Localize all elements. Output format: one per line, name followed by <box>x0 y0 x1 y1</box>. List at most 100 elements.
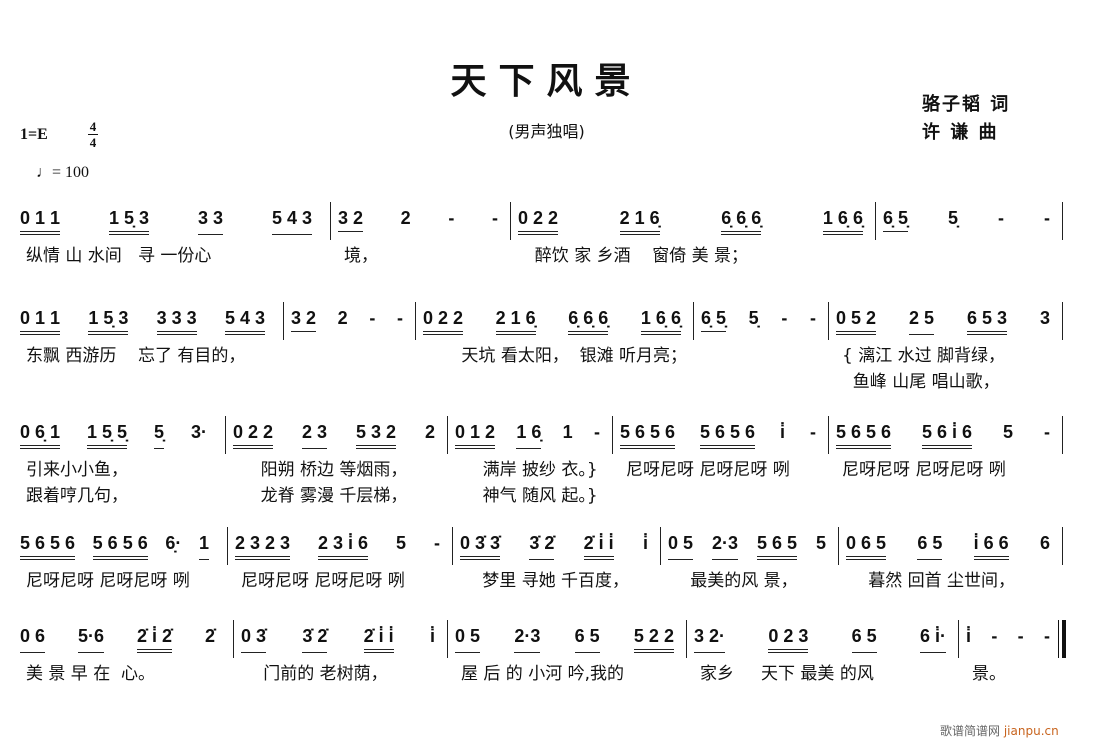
note-group: 2̇ <box>204 626 215 646</box>
note-group: - <box>1017 626 1024 646</box>
note-group: 2̇ i̇ 2̇ <box>136 626 173 653</box>
note-group: 5 4 3 <box>224 308 265 335</box>
time-signature-bottom: 4 <box>89 135 97 150</box>
note-group: 1 5̣ 3 <box>108 208 150 235</box>
note-group: 0 2 2 <box>233 422 274 449</box>
notes: 0 3̇ 3̇3̇ 2̇2̇ i̇ i̇i̇ <box>460 533 648 560</box>
note-group: - <box>781 308 788 328</box>
lyric-line: { 漓江 水过 脚背绿， <box>842 346 1006 366</box>
note-group: - <box>1043 422 1050 442</box>
lyric-line: 尼呀尼呀 尼呀尼呀 咧 <box>26 571 190 591</box>
note-group: 5 4 3 <box>271 208 312 235</box>
barline <box>510 202 511 240</box>
lyric-line: 美 景 早 在 心。 <box>26 664 156 684</box>
note-group: 3 3 <box>197 208 223 235</box>
time-signature: 4 4 <box>88 120 98 149</box>
note-group: 3̇ 2̇ <box>529 533 555 560</box>
lyric-line: 东飘 西游历 忘了 有目的， <box>26 346 246 366</box>
barline <box>415 302 416 340</box>
note-group: 5 <box>815 533 826 553</box>
note-group: 5 6 5 6 <box>700 422 756 449</box>
note-group: - <box>1044 626 1050 646</box>
note-group: - <box>1044 208 1050 228</box>
lyric-line: 天坑 看太阳， 银滩 听月亮； <box>429 346 688 366</box>
note-group: 6 5 <box>574 626 600 653</box>
note-group: 2·3 <box>514 626 541 653</box>
note-group: 3 <box>1039 308 1050 328</box>
note-group: 2̇ i̇ i̇ <box>363 626 394 653</box>
measure: i̇---景。 <box>966 626 1058 684</box>
lyric-line: 阳朔 桥边 等烟雨， <box>239 460 408 480</box>
watermark-cn: 歌谱简谱网 <box>940 724 1001 738</box>
note-group: 5 <box>1003 422 1014 442</box>
barline <box>447 416 448 454</box>
note-group: 3 3 3 <box>156 308 197 335</box>
notes: 6̣ 5̣5̣-- <box>701 308 816 332</box>
note-group: 5 6 5 6 <box>836 422 892 449</box>
barline <box>227 527 228 565</box>
composer-credit: 许 谦 曲 <box>922 122 999 143</box>
barline <box>686 620 687 658</box>
note-group: 0 6 5 <box>846 533 887 560</box>
note-group: - <box>593 422 600 442</box>
measure: 6̣ 5̣5̣-- <box>701 308 824 348</box>
note-group: i̇ <box>780 422 786 442</box>
lyric-line: 境， <box>344 246 378 266</box>
note-group: 3 2· <box>694 626 726 653</box>
barline <box>233 620 234 658</box>
note-group: 2 <box>337 308 348 328</box>
note-group: - <box>809 308 816 328</box>
note-group: - <box>433 533 440 553</box>
barline <box>828 416 829 454</box>
note-group: 2 <box>424 422 435 442</box>
lyric-line: 神气 随风 起。} <box>461 486 598 506</box>
lyric-line: 龙脊 雾漫 千层梯， <box>239 486 408 506</box>
note-group: 2 1 6̣ <box>619 208 660 235</box>
barline <box>958 620 959 658</box>
note-group: 6 5 <box>917 533 943 560</box>
notes: i̇--- <box>966 626 1050 649</box>
measure: 0 3̇3̇ 2̇2̇ i̇ i̇i̇ 门前的 老树荫， <box>241 626 443 684</box>
note-group: 6̣ 6̣ 6̣ <box>568 308 609 335</box>
note-group: 5 6 5 6 <box>20 533 76 560</box>
note-group: 6̣ 6̣ 6̣ <box>721 208 762 235</box>
note-group: i̇ <box>966 626 972 646</box>
time-signature-top: 4 <box>89 119 97 134</box>
measure: 0 3̇ 3̇3̇ 2̇2̇ i̇ i̇i̇ 梦里 寻她 千百度， <box>460 533 656 591</box>
note-group: 0 5 2 <box>836 308 877 335</box>
barline <box>612 416 613 454</box>
note-group: 0 6 <box>20 626 46 653</box>
note-group: 0 2 3 <box>768 626 809 653</box>
lyric-line: 尼呀尼呀 尼呀尼呀 咧 <box>241 571 405 591</box>
note-group: 2 3 <box>302 422 328 449</box>
barline <box>693 302 694 340</box>
note-group: 5 6 5 <box>756 533 797 560</box>
key-signature: 1=E <box>20 126 48 143</box>
lyric-line: 梦里 寻她 千百度， <box>466 571 630 591</box>
note-group: 5 <box>396 533 407 553</box>
note-group: 2 1 6̣ <box>495 308 536 335</box>
note-group: 6̣ 5̣ <box>883 208 909 232</box>
note-group: 1 5̣ 5̣ <box>87 422 128 449</box>
barline <box>330 202 331 240</box>
note-group: 3̇ 2̇ <box>302 626 328 653</box>
note-group: 6̣ 5̣ <box>701 308 727 332</box>
song-title: 天下风景 <box>450 61 643 102</box>
note-group: 1 6̣ 6̣ <box>822 208 863 235</box>
tempo-marking: ♩= 100 <box>36 164 90 181</box>
